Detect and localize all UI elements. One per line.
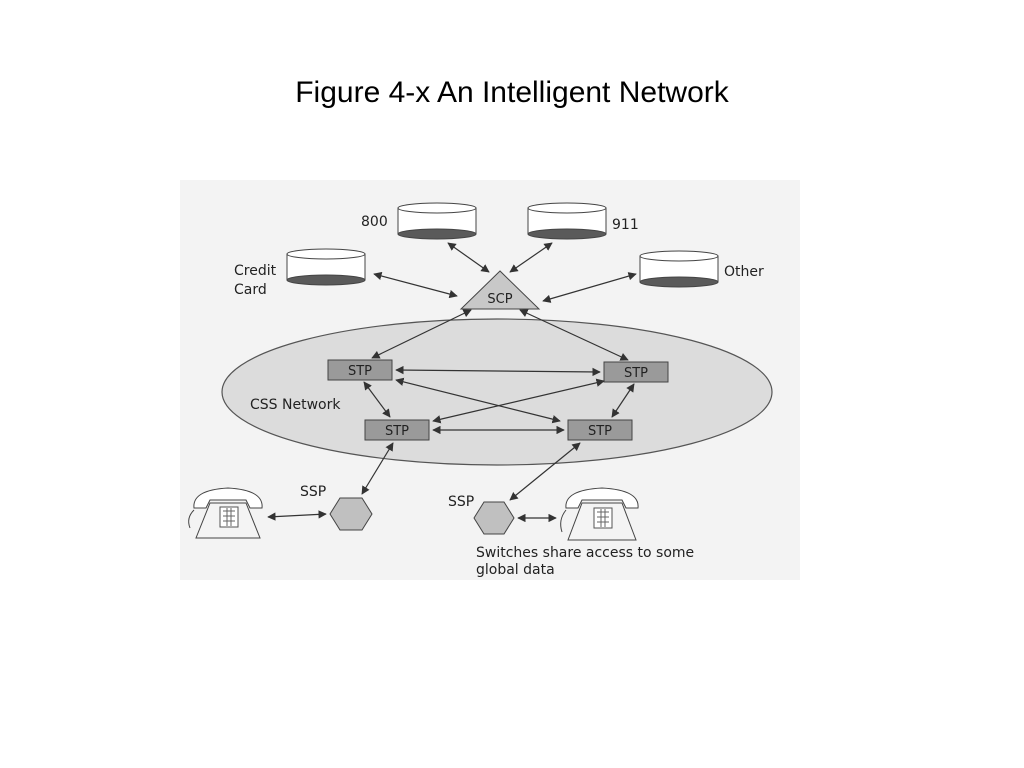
database-911	[527, 202, 607, 240]
ssp-node-right	[473, 501, 515, 535]
database-other	[639, 250, 719, 288]
css-network-label: CSS Network	[250, 397, 341, 413]
database-credit-label-line1: Credit	[234, 263, 277, 279]
caption-line2: global data	[476, 562, 555, 578]
stp-label: STP	[385, 424, 409, 439]
database-other-label: Other	[724, 264, 764, 280]
stp-node-top-left	[327, 359, 393, 381]
ssp-label: SSP	[300, 484, 326, 500]
stp-label: STP	[348, 364, 372, 379]
telephone-icon	[560, 487, 639, 541]
database-800	[397, 202, 477, 240]
telephone-icon	[188, 487, 263, 539]
css-network-ellipse	[221, 318, 773, 466]
ssp-label: SSP	[448, 494, 474, 510]
scp-label: SCP	[487, 292, 512, 307]
network-links	[267, 242, 637, 523]
database-credit-label-line2: Card	[234, 282, 267, 298]
ssp-node-left	[329, 497, 373, 531]
database-911-label: 911	[612, 217, 639, 233]
stp-node-top-right	[603, 361, 669, 383]
scp-node	[459, 270, 541, 310]
stp-label: STP	[588, 424, 612, 439]
database-800-label: 800	[361, 214, 388, 230]
caption-line1: Switches share access to some	[476, 545, 694, 561]
stp-label: STP	[624, 366, 648, 381]
database-credit-card	[286, 248, 366, 286]
slide-title: Figure 4-x An Intelligent Network	[295, 76, 729, 109]
